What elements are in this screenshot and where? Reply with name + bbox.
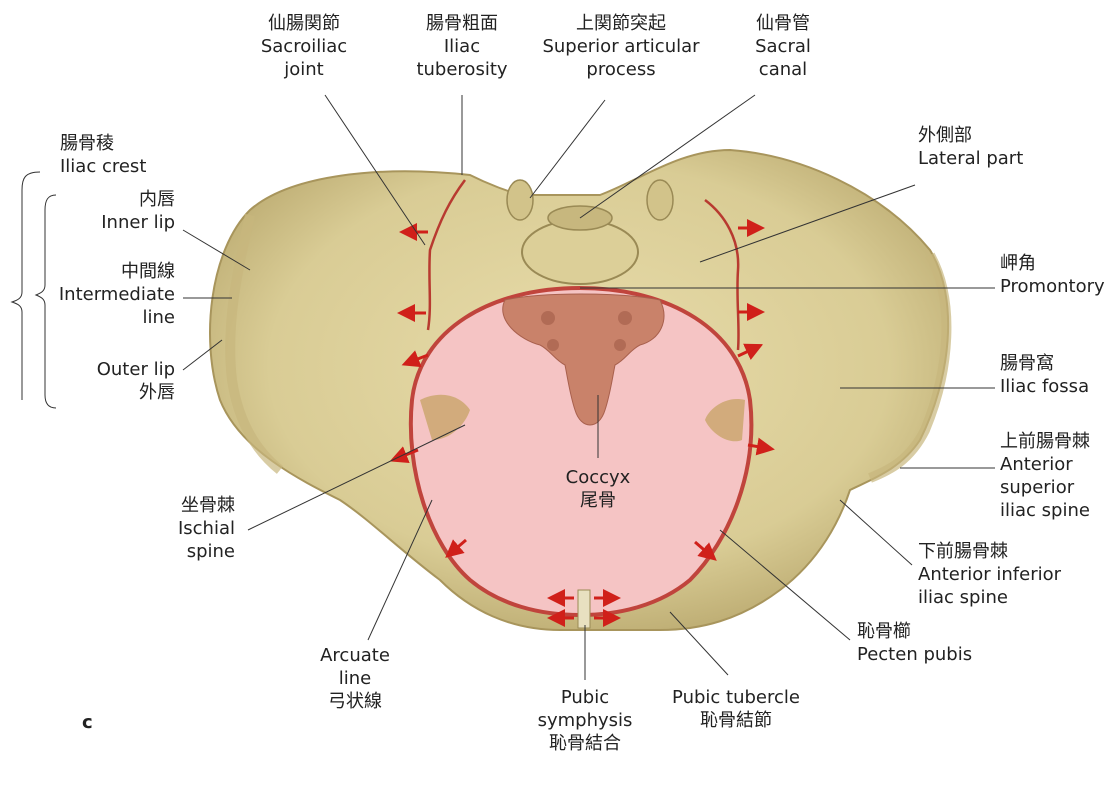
leader-line <box>669 611 729 676</box>
label-iliac-crest: 腸骨稜 Iliac crest <box>60 133 147 177</box>
brace-iliac-crest <box>10 171 41 400</box>
label-iliac-fossa: 腸骨窩 Iliac fossa <box>1000 353 1090 397</box>
sacral-foramen <box>614 339 626 351</box>
leader-line <box>367 499 433 641</box>
sacral-foramen <box>618 311 632 325</box>
arrow <box>401 350 429 368</box>
sacral-foramen <box>541 311 555 325</box>
sacrum-inner <box>502 293 665 426</box>
label-arcuate-line: Arcuate line 弓状線 <box>320 645 390 712</box>
label-promontory: 岬角 Promontory <box>1000 253 1105 297</box>
arrow <box>694 540 717 561</box>
leader-line <box>182 339 223 371</box>
leader-lines <box>182 94 995 680</box>
arrow <box>445 538 467 558</box>
pubic-symphysis-shape <box>577 589 591 629</box>
articular-process-left <box>506 179 534 221</box>
label-pubic-tubercle: Pubic tubercle 恥骨結節 <box>672 687 800 731</box>
arrow <box>389 446 419 464</box>
label-intermediate-line: 中間線 Intermediate line <box>58 261 175 328</box>
figure-letter: c <box>82 712 93 733</box>
label-lateral-part: 外側部 Lateral part <box>918 125 1024 169</box>
label-ischial-spine: 坐骨棘 Ischial spine <box>177 495 235 562</box>
iliac-crest-rim-right <box>868 252 952 483</box>
label-sacral-canal: 仙骨管 Sacral canal <box>755 13 811 80</box>
sacroiliac-line-left <box>426 179 467 331</box>
label-asis: 上前腸骨棘 Anterior superior iliac spine <box>1000 431 1090 521</box>
label-inner-lip: 内唇 Inner lip <box>101 189 175 233</box>
label-sacroiliac-joint: 仙腸関節 Sacroiliac joint <box>260 13 348 80</box>
label-superior-articular-process: 上関節突起 Superior articular process <box>542 13 700 80</box>
leader-line <box>324 94 426 246</box>
brace-lips <box>34 194 57 409</box>
label-outer-lip: Outer lip 外唇 <box>96 359 175 403</box>
label-pubic-symphysis: Pubic symphysis 恥骨結合 <box>537 687 633 754</box>
ischial-spine-right <box>705 399 745 442</box>
leader-line <box>247 424 466 531</box>
label-pecten-pubis: 恥骨櫛 Pecten pubis <box>857 621 973 665</box>
leader-line <box>529 99 606 199</box>
leader-line <box>699 184 916 263</box>
iliac-crest-rim-left <box>225 213 284 474</box>
direction-arrows <box>389 219 775 627</box>
arrow <box>737 343 764 360</box>
articular-process-right <box>646 179 674 221</box>
sacroiliac-line-right <box>704 199 740 351</box>
leader-line <box>839 499 913 566</box>
sacral-foramen <box>547 339 559 351</box>
label-coccyx: Coccyx 尾骨 <box>565 467 631 511</box>
leader-line <box>579 94 756 219</box>
label-aiis: 下前腸骨棘 Anterior inferior iliac spine <box>918 541 1062 608</box>
leader-line <box>719 529 851 641</box>
label-iliac-tuberosity: 腸骨粗面 Iliac tuberosity <box>416 13 508 80</box>
arrow <box>747 437 775 456</box>
leader-line <box>182 229 251 271</box>
